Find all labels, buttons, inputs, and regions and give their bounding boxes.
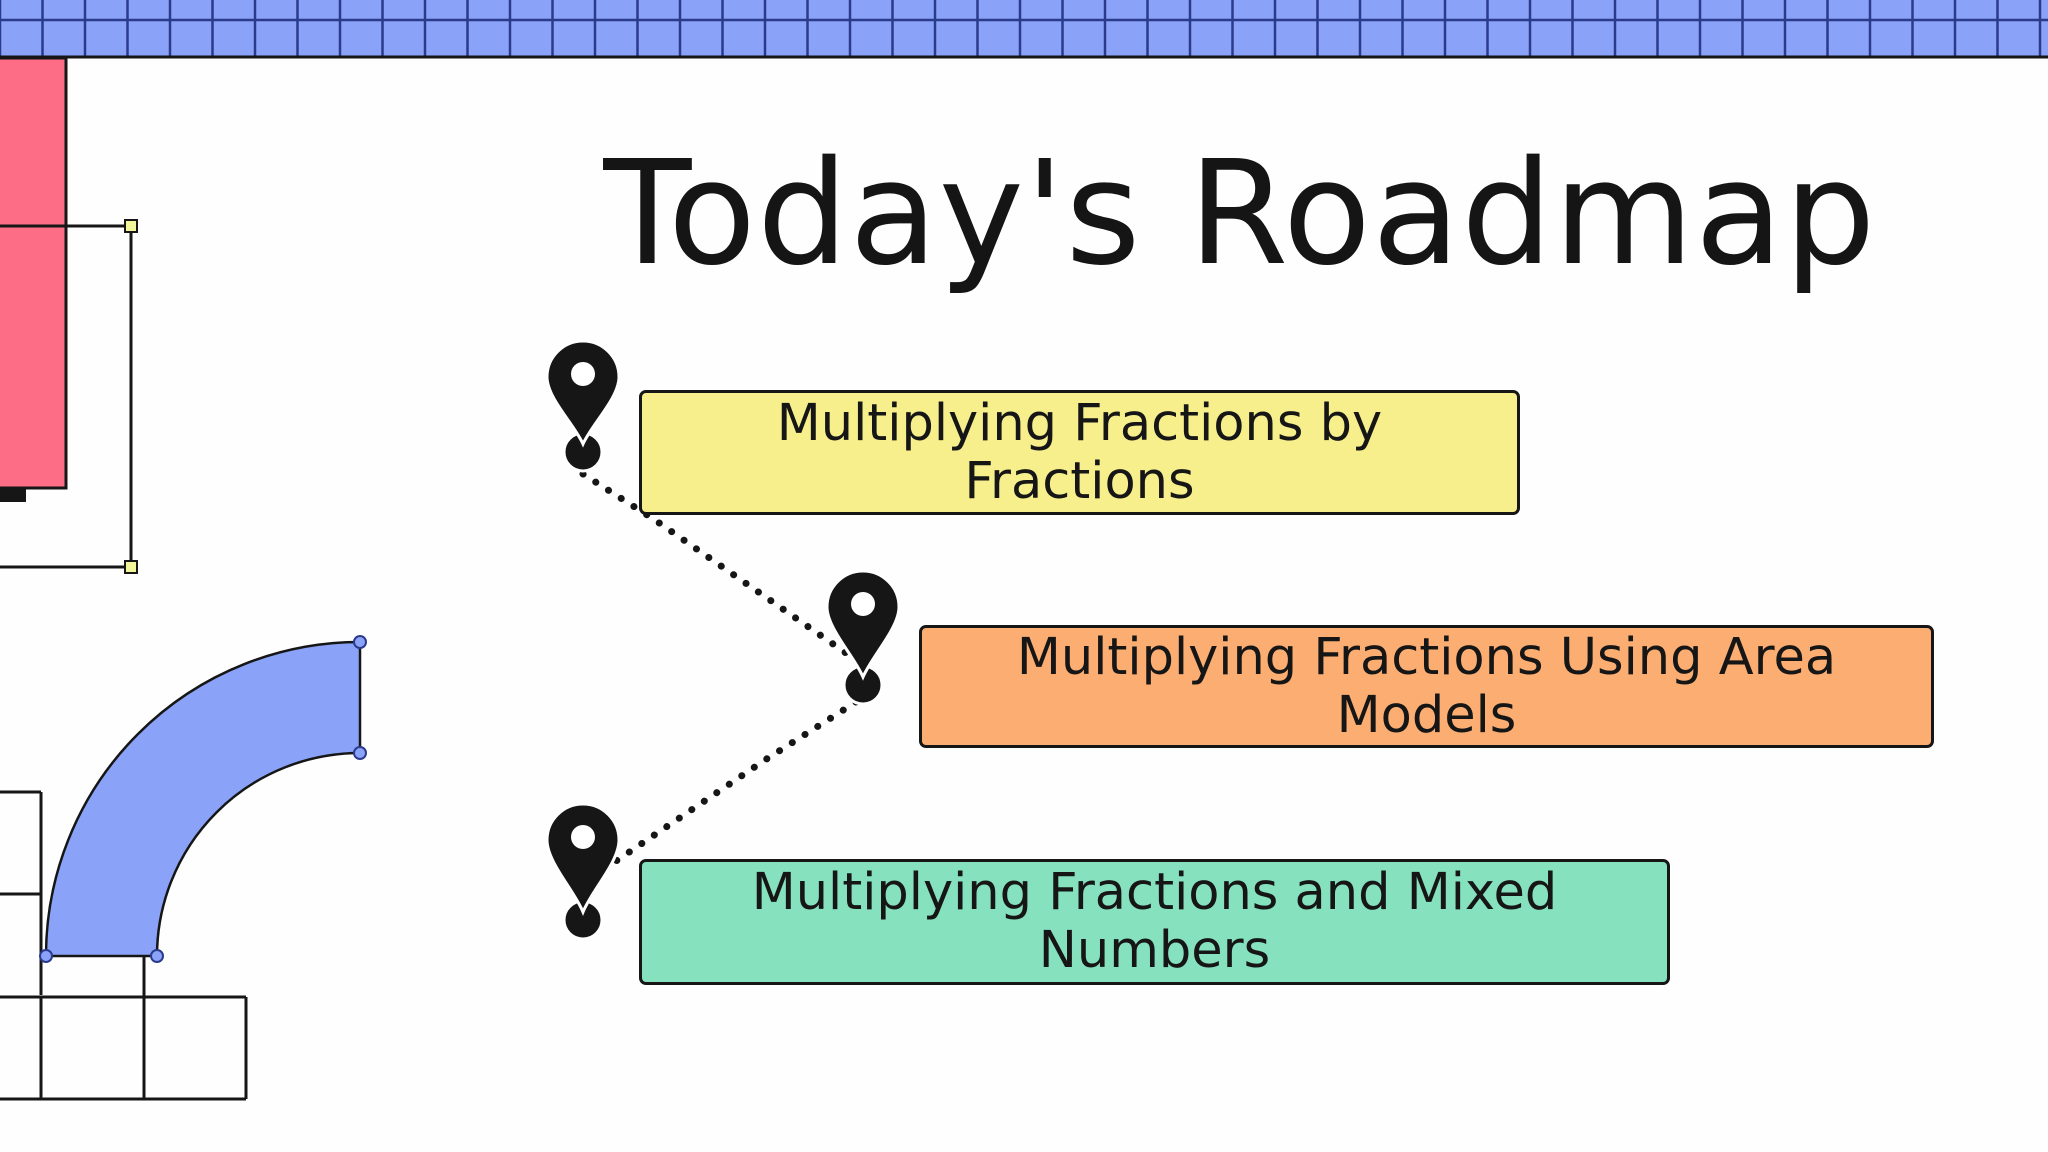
map-pin-icon — [545, 339, 621, 473]
roadmap-item-1[interactable]: Multiplying Fractions by Fractions — [639, 390, 1520, 515]
roadmap-item-label: Multiplying Fractions Using Area Models — [1016, 627, 1837, 745]
roadmap-item-3[interactable]: Multiplying Fractions and Mixed Numbers — [639, 859, 1670, 985]
roadmap-item-label: Multiplying Fractions and Mixed Numbers — [751, 863, 1558, 980]
blue-arc-shape — [39, 635, 367, 963]
pink-block-shape — [0, 56, 68, 502]
roadmap-item-2[interactable]: Multiplying Fractions Using Area Models — [919, 625, 1934, 748]
selection-frame — [0, 224, 133, 569]
map-pin-icon — [825, 569, 901, 706]
roadmap-item-label: Multiplying Fractions by Fractions — [776, 393, 1383, 511]
resize-handle-bottom[interactable] — [124, 560, 138, 574]
page-title: Today's Roadmap — [603, 129, 1877, 297]
bottom-left-grid — [0, 790, 248, 1101]
roadmap-dotted-path — [579, 470, 860, 884]
map-pin-icon — [545, 802, 621, 941]
resize-handle-top[interactable] — [124, 219, 138, 233]
top-grid-band — [0, 0, 2048, 59]
